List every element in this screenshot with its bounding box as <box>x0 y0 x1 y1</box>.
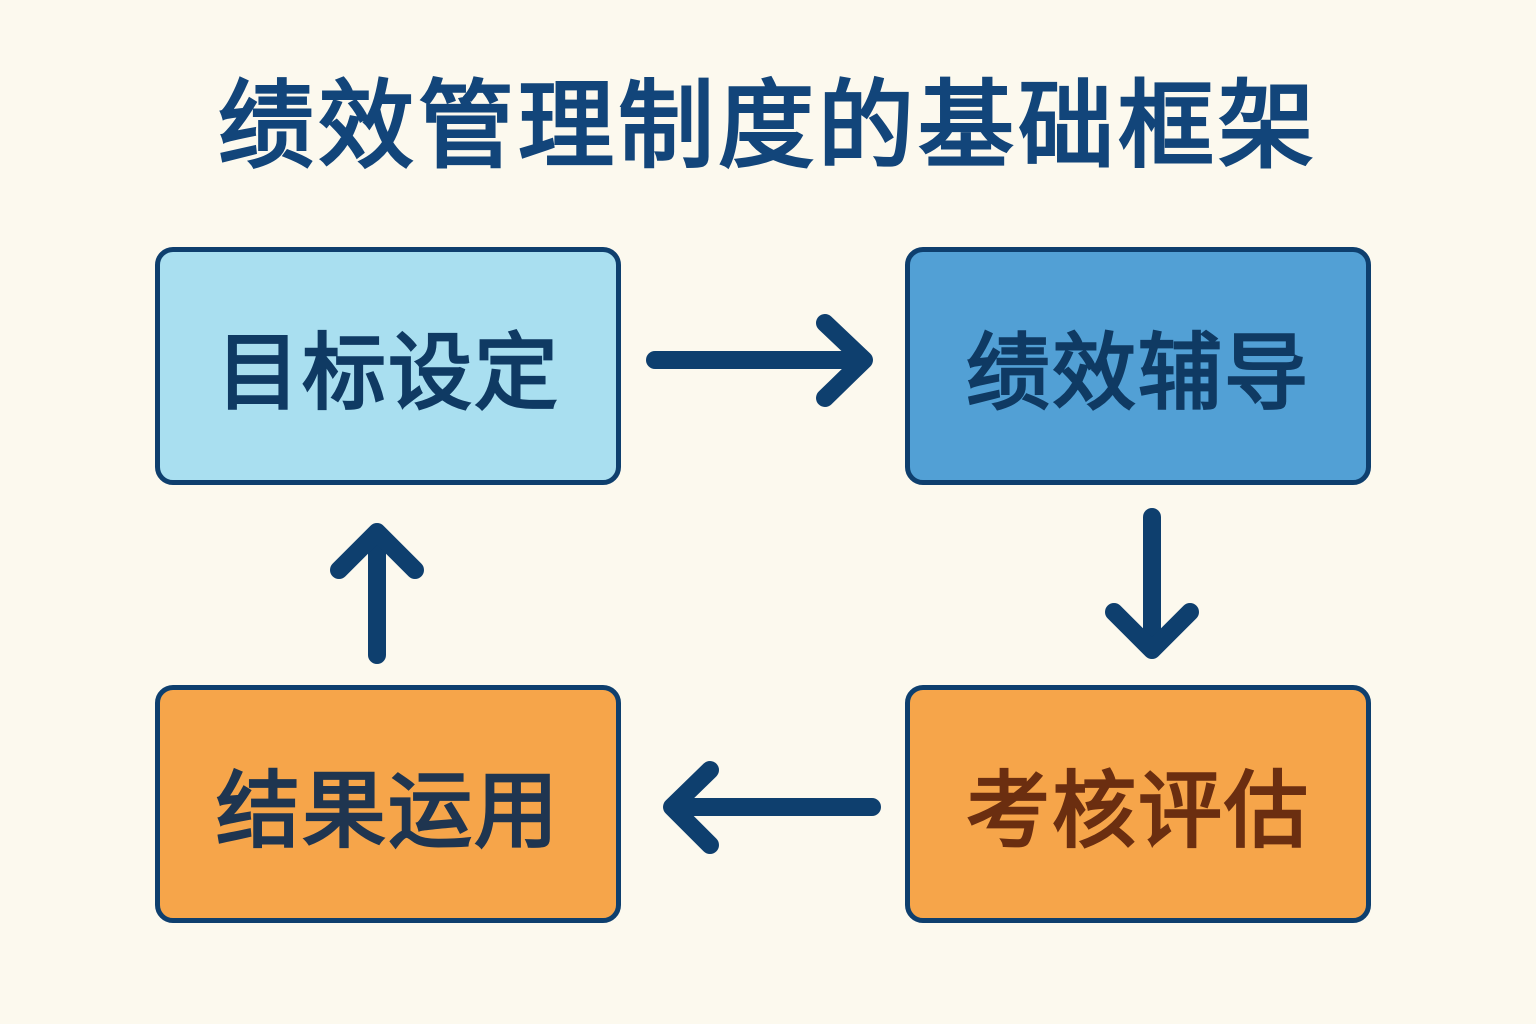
step-assessment: 考核评估 <box>905 685 1371 923</box>
diagram-title: 绩效管理制度的基础框架 <box>218 70 1318 182</box>
arrow-right-icon <box>646 314 873 407</box>
step-result-application: 结果运用 <box>155 685 621 923</box>
arrow-up-icon <box>330 523 424 664</box>
step-label: 目标设定 <box>215 323 560 422</box>
step-goal-setting: 目标设定 <box>155 247 621 485</box>
step-performance-coaching: 绩效辅导 <box>905 247 1371 485</box>
step-label: 结果运用 <box>215 761 560 860</box>
step-label: 绩效辅导 <box>965 323 1310 422</box>
arrow-left-icon <box>663 761 881 854</box>
arrow-down-icon <box>1105 508 1199 659</box>
step-label: 考核评估 <box>965 761 1310 860</box>
